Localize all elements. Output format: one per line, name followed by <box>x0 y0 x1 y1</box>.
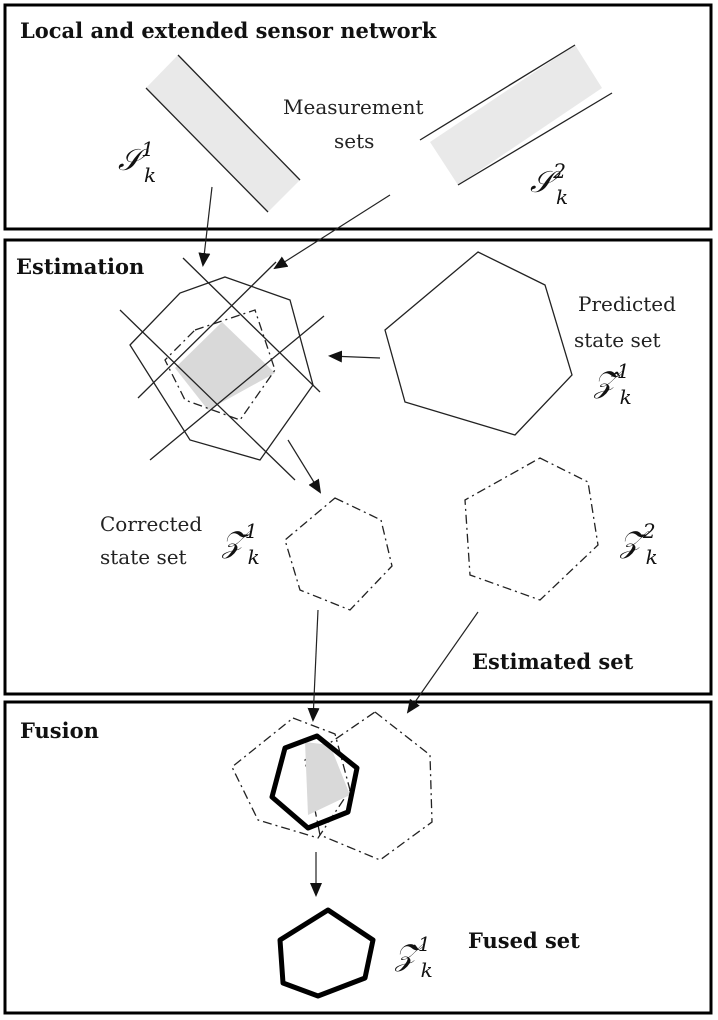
fusion-overlap <box>231 711 433 861</box>
measurement-strip-1 <box>145 54 301 213</box>
corrected-hexagon-2 <box>464 457 599 601</box>
arrow-predicted-to-construct <box>328 350 381 363</box>
corrected-hexagon-1 <box>284 497 393 611</box>
fusion-title: Fusion <box>20 718 99 743</box>
outer-hexagon <box>129 276 314 461</box>
fusion-dashdot-hexagon-left <box>231 717 351 839</box>
arrow-construct-to-corrected <box>287 439 322 494</box>
corrected-label-line2: state set <box>100 545 187 569</box>
fusion-dashdot-hexagon-right <box>304 711 433 861</box>
estimation-title: Estimation <box>16 254 144 279</box>
arrow-s1-to-construct <box>198 186 213 267</box>
predicted-hexagon <box>384 251 573 436</box>
fused-hexagon <box>277 907 376 999</box>
arrow-corrected1-to-fusion <box>307 609 320 722</box>
inner-dashdot-hexagon <box>164 309 276 421</box>
measurement-sets-label-line1: Measurement <box>283 95 424 119</box>
fused-set-label: Fused set <box>468 928 580 953</box>
fusion-panel <box>3 700 713 1015</box>
predicted-label-line1: Predicted <box>578 292 676 316</box>
estimated-set-label: Estimated set <box>472 649 634 674</box>
predicted-label-line2: state set <box>574 328 661 352</box>
network-title: Local and extended sensor network <box>20 18 437 43</box>
measurement-sets-label-line2: sets <box>334 129 374 153</box>
measurement-strip-2 <box>419 44 613 186</box>
estimation-panel <box>3 238 713 696</box>
network-panel <box>3 3 713 231</box>
arrow-corrected2-to-fusion <box>406 611 479 714</box>
arrows <box>198 186 479 897</box>
intersection-construct <box>119 257 325 481</box>
fusion-bold-hexagon <box>269 733 360 831</box>
arrow-s2-to-construct <box>273 194 391 270</box>
corrected-label-line1: Corrected <box>100 512 202 536</box>
